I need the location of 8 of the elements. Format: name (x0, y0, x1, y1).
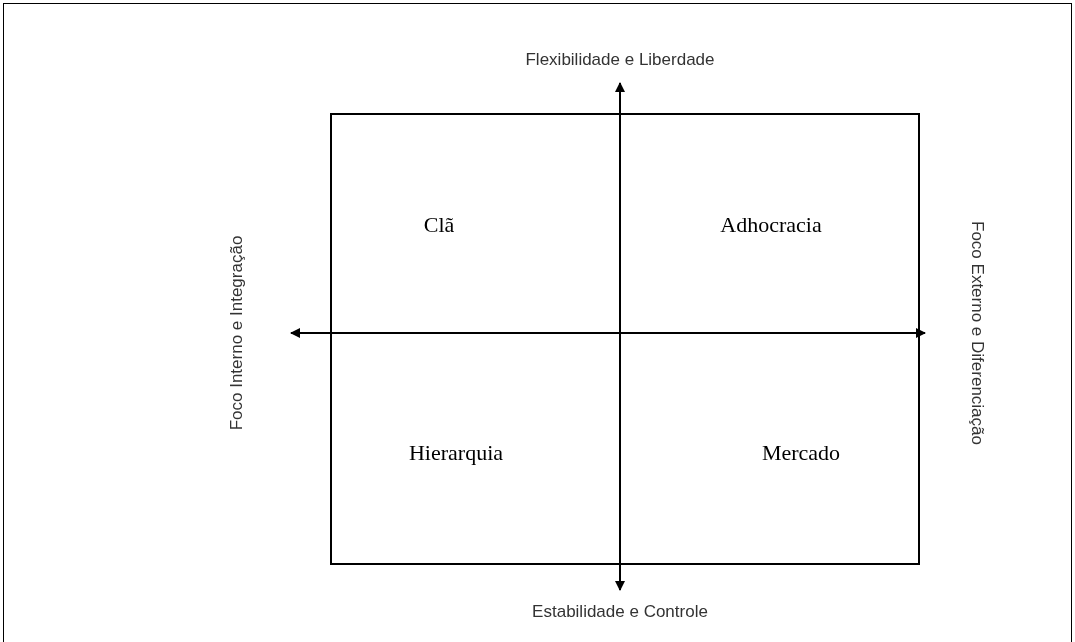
quadrant-label: Hierarquia (408, 439, 504, 467)
axis-label: Foco Interno e Integração (226, 235, 248, 431)
quadrant-label: Adhocracia (720, 211, 822, 239)
axis-label: Foco Externo e Diferenciação (966, 221, 988, 445)
axis-label: Estabilidade e Controle (532, 601, 708, 623)
quadrant-label: Mercado (761, 439, 841, 467)
axis-label: Flexibilidade e Liberdade (525, 49, 715, 71)
quadrant-label: Clã (423, 211, 455, 239)
